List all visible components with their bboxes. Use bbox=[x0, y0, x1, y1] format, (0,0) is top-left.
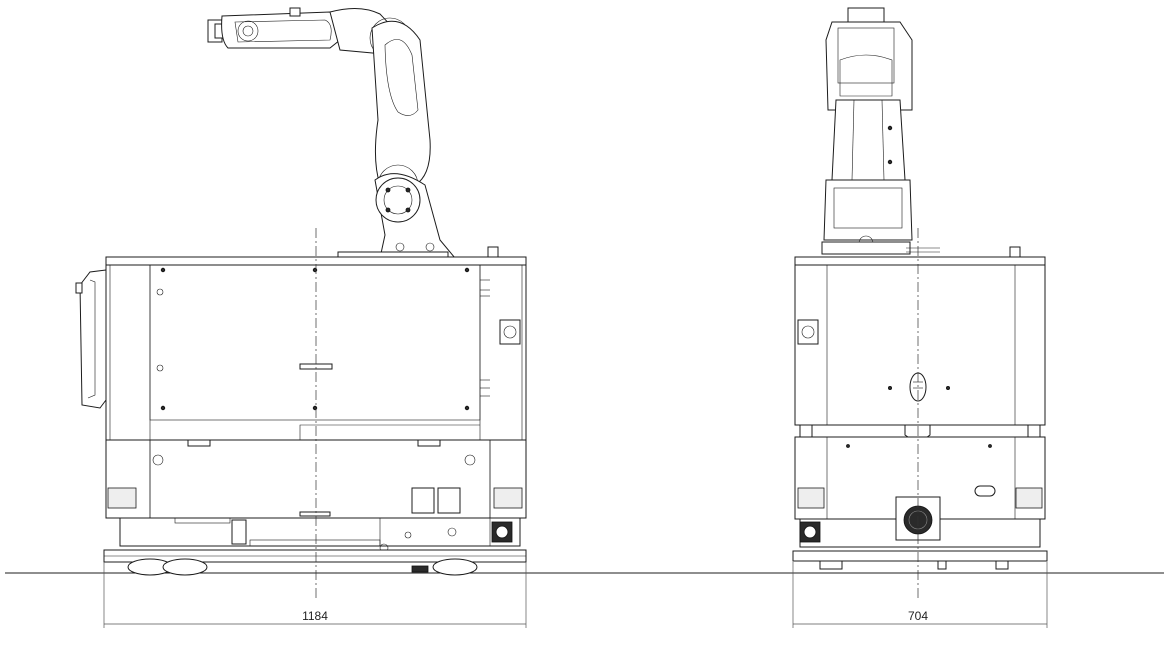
front-view: 704 bbox=[792, 7, 1048, 628]
front-bumper bbox=[792, 550, 1048, 562]
side-emergency-button bbox=[499, 319, 521, 345]
side-view: 1184 bbox=[75, 7, 527, 628]
side-connector-right bbox=[437, 487, 461, 514]
side-panel-screws bbox=[156, 267, 470, 411]
front-oval-port bbox=[974, 485, 996, 497]
side-chassis bbox=[119, 517, 521, 547]
side-dimension: 1184 bbox=[103, 562, 527, 628]
side-wheels bbox=[127, 558, 478, 576]
front-width-label: 704 bbox=[908, 609, 928, 623]
side-robot-arm bbox=[207, 7, 457, 259]
side-length-label: 1184 bbox=[302, 609, 328, 623]
front-dimension: 704 bbox=[792, 562, 1048, 628]
front-robot-arm bbox=[821, 7, 940, 255]
side-connector-left bbox=[411, 487, 435, 514]
front-top-cover bbox=[794, 256, 1046, 266]
